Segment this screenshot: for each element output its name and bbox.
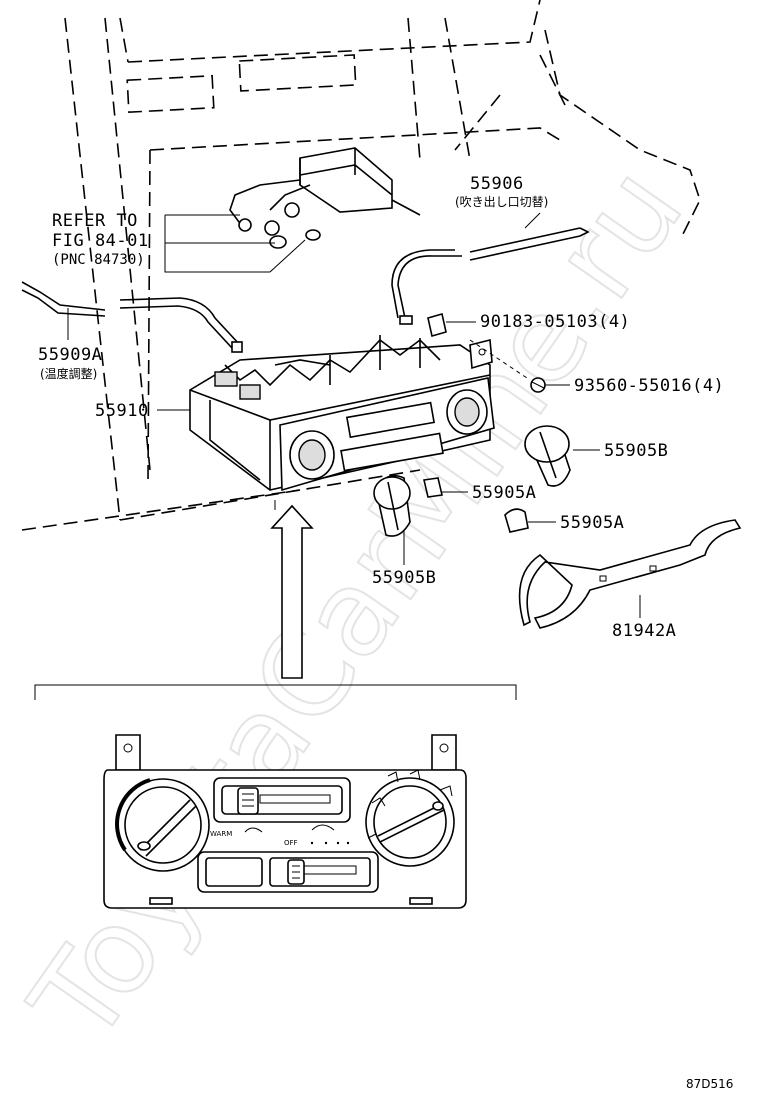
part-number-55909a: 55909A: [38, 345, 102, 365]
figure-code: 87D516: [686, 1077, 733, 1091]
part-number-55905b-right: 55905B: [604, 441, 668, 461]
panel-warm-label: WARM: [210, 830, 232, 838]
part-number-81942a: 81942A: [612, 621, 676, 641]
part-number-55906: 55906: [470, 174, 524, 194]
panel-off-label: OFF: [284, 839, 298, 847]
front-panel-detail: WARM OFF: [103, 734, 467, 909]
view-arrow: [270, 500, 314, 679]
cable-55906: [391, 212, 590, 325]
dashboard-outline: [21, 0, 701, 531]
part-number-55905a-mid: 55905A: [472, 483, 536, 503]
detail-bracket-line: [34, 684, 517, 700]
part-number-55905a-low: 55905A: [560, 513, 624, 533]
cable-55909a: [21, 281, 243, 353]
knob-55905a-low: [504, 508, 556, 533]
clip-90183: [427, 312, 476, 338]
part-number-93560: 93560-55016(4): [574, 376, 724, 396]
knob-55905b-right: [524, 425, 600, 487]
refer-line-1: REFER TO: [52, 211, 138, 231]
refer-line-2: FIG 84-01: [52, 231, 149, 251]
part-note-55906: (吹き出し口切替): [455, 195, 548, 209]
bulb-sockets: [164, 214, 321, 273]
part-note-55909a: (温度調整): [40, 366, 97, 381]
knob-55905b-left: [373, 474, 411, 565]
part-number-55910: 55910: [95, 401, 149, 421]
part-number-55905b-left: 55905B: [372, 568, 436, 588]
part-number-90183: 90183-05103(4): [480, 312, 630, 332]
refer-note: REFER TO FIG 84-01 (PNC 84730): [52, 211, 149, 268]
knob-55905a-mid: [423, 477, 468, 498]
actuator-motor: [229, 147, 421, 236]
bracket-81942a: [518, 519, 742, 629]
refer-line-3: (PNC 84730): [52, 252, 145, 268]
screw-93560: [469, 339, 570, 393]
watermark-text: ToyotaCarMine.ru: [4, 142, 709, 1066]
heater-control-assembly: [189, 335, 495, 492]
